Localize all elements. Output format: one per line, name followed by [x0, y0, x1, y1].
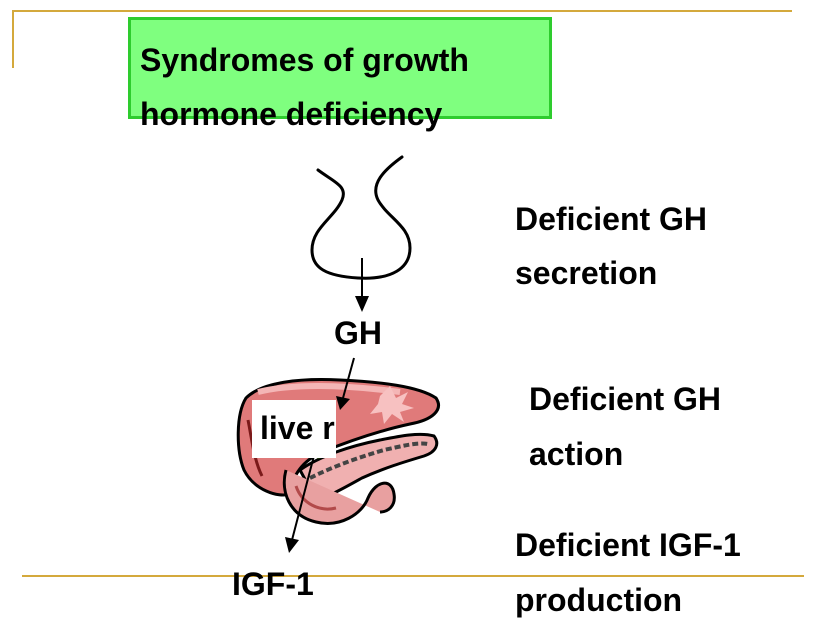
- cause-production-line-2: production: [515, 582, 683, 618]
- pituitary-arrowhead: [355, 296, 369, 312]
- top-rule: [12, 10, 792, 12]
- bottom-rule: [22, 575, 804, 577]
- pancreas-illustration: [282, 432, 439, 525]
- cause-production-line-1: Deficient IGF-1: [515, 527, 741, 563]
- cause-secretion-line-1: Deficient GH: [515, 201, 708, 237]
- gh-label: GH: [334, 315, 382, 351]
- igf1-label: IGF-1: [232, 566, 314, 602]
- liver-label: live r: [252, 400, 336, 458]
- gh-liver-arrowhead: [336, 396, 350, 410]
- left-rule: [12, 10, 14, 68]
- liver-igf1-arrowhead: [285, 537, 299, 553]
- cause-secretion-line-2: secretion: [515, 255, 658, 291]
- title-line-2: hormone deficiency: [140, 96, 443, 132]
- title-box: Syndromes of growth hormone deficiency: [128, 17, 552, 132]
- title-line-1: Syndromes of growth: [140, 42, 469, 78]
- cause-action-line-1: Deficient GH: [529, 381, 722, 417]
- cause-action-line-2: action: [529, 436, 624, 472]
- pituitary-outline: [310, 155, 412, 280]
- gh-to-liver-arrow: [342, 357, 355, 399]
